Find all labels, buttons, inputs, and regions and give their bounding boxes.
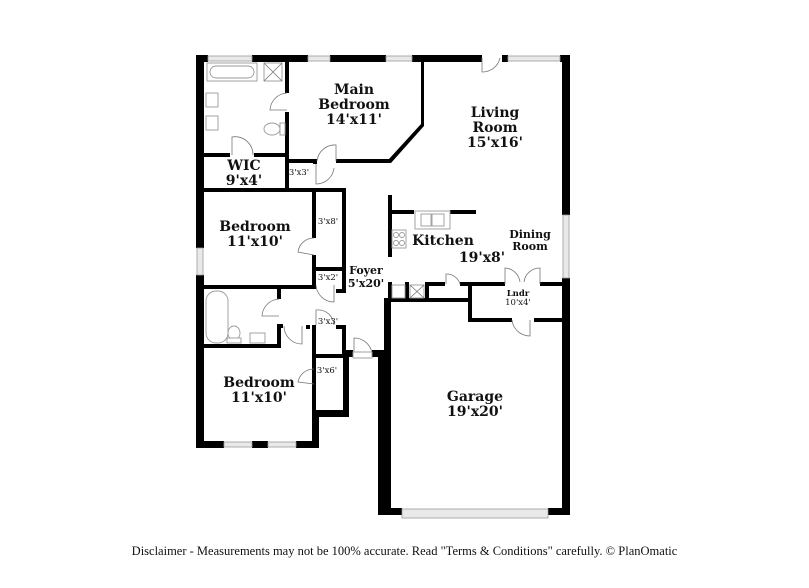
bedroom-3-size: 11'x10' [231, 390, 287, 406]
foyer-label: Foyer [349, 264, 383, 277]
foyer-size: 5'x20' [348, 277, 384, 290]
windows [196, 55, 570, 519]
kitchen-size: 19'x8' [459, 250, 505, 266]
main-bedroom-label-2: Bedroom [318, 97, 390, 113]
closet-b3-size: 3'x6' [317, 366, 337, 376]
dining-room-label: Dining [509, 228, 551, 241]
living-room-size: 15'x16' [467, 135, 523, 151]
exterior-walls [196, 55, 570, 515]
fixtures [205, 62, 451, 344]
closet-b2-size: 3'x8' [318, 217, 338, 227]
wic-label: WIC [226, 158, 260, 174]
interior-walls [204, 55, 564, 417]
bedroom-2-size: 11'x10' [227, 234, 283, 250]
bedroom-2-label: Bedroom [219, 219, 291, 235]
garage-size: 19'x20' [447, 404, 503, 420]
wic-size: 9'x4' [226, 173, 262, 189]
doors [231, 57, 541, 385]
living-room-label-2: Room [472, 120, 517, 136]
closet-bath-size: 3'x3' [318, 317, 338, 327]
dining-room-label-2: Room [512, 240, 548, 253]
garage-label: Garage [447, 389, 503, 405]
living-room-label: Living [471, 105, 520, 121]
room-labels: Main Bedroom 14'x11' Living Room 15'x16'… [219, 82, 551, 420]
kitchen-label: Kitchen [412, 233, 474, 249]
laundry-label: Lndr [507, 289, 530, 299]
laundry-size: 10'x4' [505, 298, 531, 308]
disclaimer-text: Disclaimer - Measurements may not be 100… [131, 544, 678, 558]
main-bedroom-label: Main [334, 82, 374, 98]
main-bedroom-size: 14'x11' [326, 112, 382, 128]
closet-hall-size: 3'x2' [318, 273, 338, 283]
closet-main-size: 3'x3' [289, 168, 309, 178]
bedroom-3-label: Bedroom [223, 375, 295, 391]
